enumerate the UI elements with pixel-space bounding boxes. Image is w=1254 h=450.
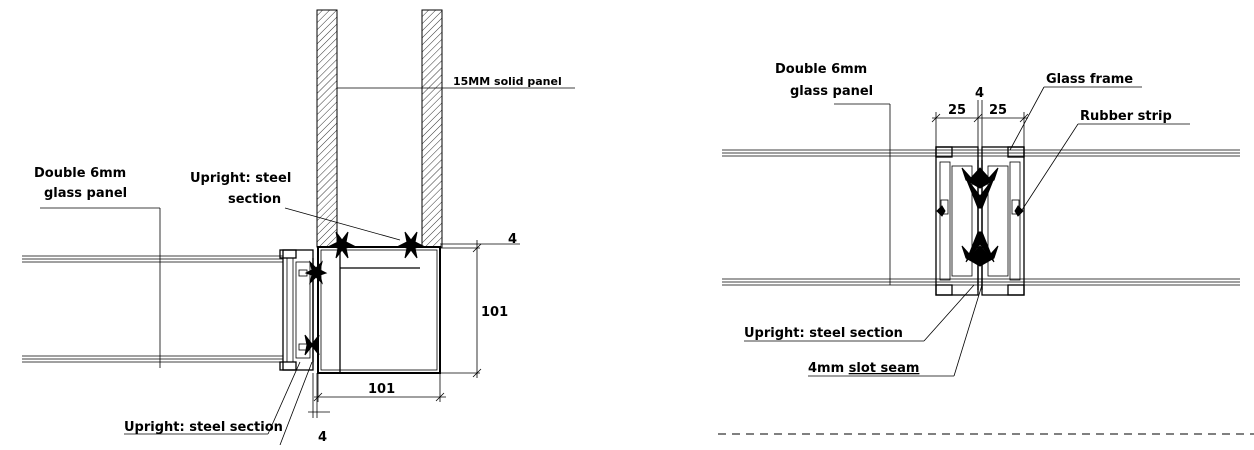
label-upright-line1: Upright: steel [190,171,291,186]
dim-width: 101 [368,382,395,397]
label-glass-line2-right: glass panel [790,84,873,99]
label-slot-prefix: 4mm [808,361,849,376]
dim-gap-top: 4 [508,232,517,247]
label-upright-bottom: Upright: steel section [124,420,283,435]
label-upright-line2: section [228,192,281,207]
glass-panel-left [22,255,283,363]
glass-panel-right [722,149,1240,286]
label-glass-frame: Glass frame [1046,72,1133,87]
steel-upright-box [317,246,441,374]
label-slot-underlined: slot seam [849,361,920,376]
right-detail: Double 6mm glass panel Glass frame Rubbe… [718,62,1254,435]
left-leaders [40,87,575,446]
solid-panel [316,9,443,248]
aluminium-frame [279,249,314,371]
gaskets [304,231,425,362]
dim-right-right: 25 [989,103,1007,118]
dim-height: 101 [481,305,508,320]
label-glass-line1-right: Double 6mm [775,62,867,77]
label-glass-line1: Double 6mm [34,166,126,181]
label-glass-line2: glass panel [44,186,127,201]
rubber-gaskets [936,167,1024,267]
dim-left-right: 25 [948,103,966,118]
right-leaders [744,86,1190,377]
label-slot-seam: 4mm slot seam [808,361,919,376]
right-dimensions [931,100,1029,147]
left-dimensions [308,240,520,418]
dim-gap-right: 4 [975,86,984,101]
left-detail: 15MM solid panel Double 6mm glass panel … [22,9,575,446]
dim-gap-bottom: 4 [318,430,327,445]
label-upright-right: Upright: steel section [744,326,903,341]
label-rubber-strip: Rubber strip [1080,109,1172,124]
label-solid-panel: 15MM solid panel [453,75,562,88]
